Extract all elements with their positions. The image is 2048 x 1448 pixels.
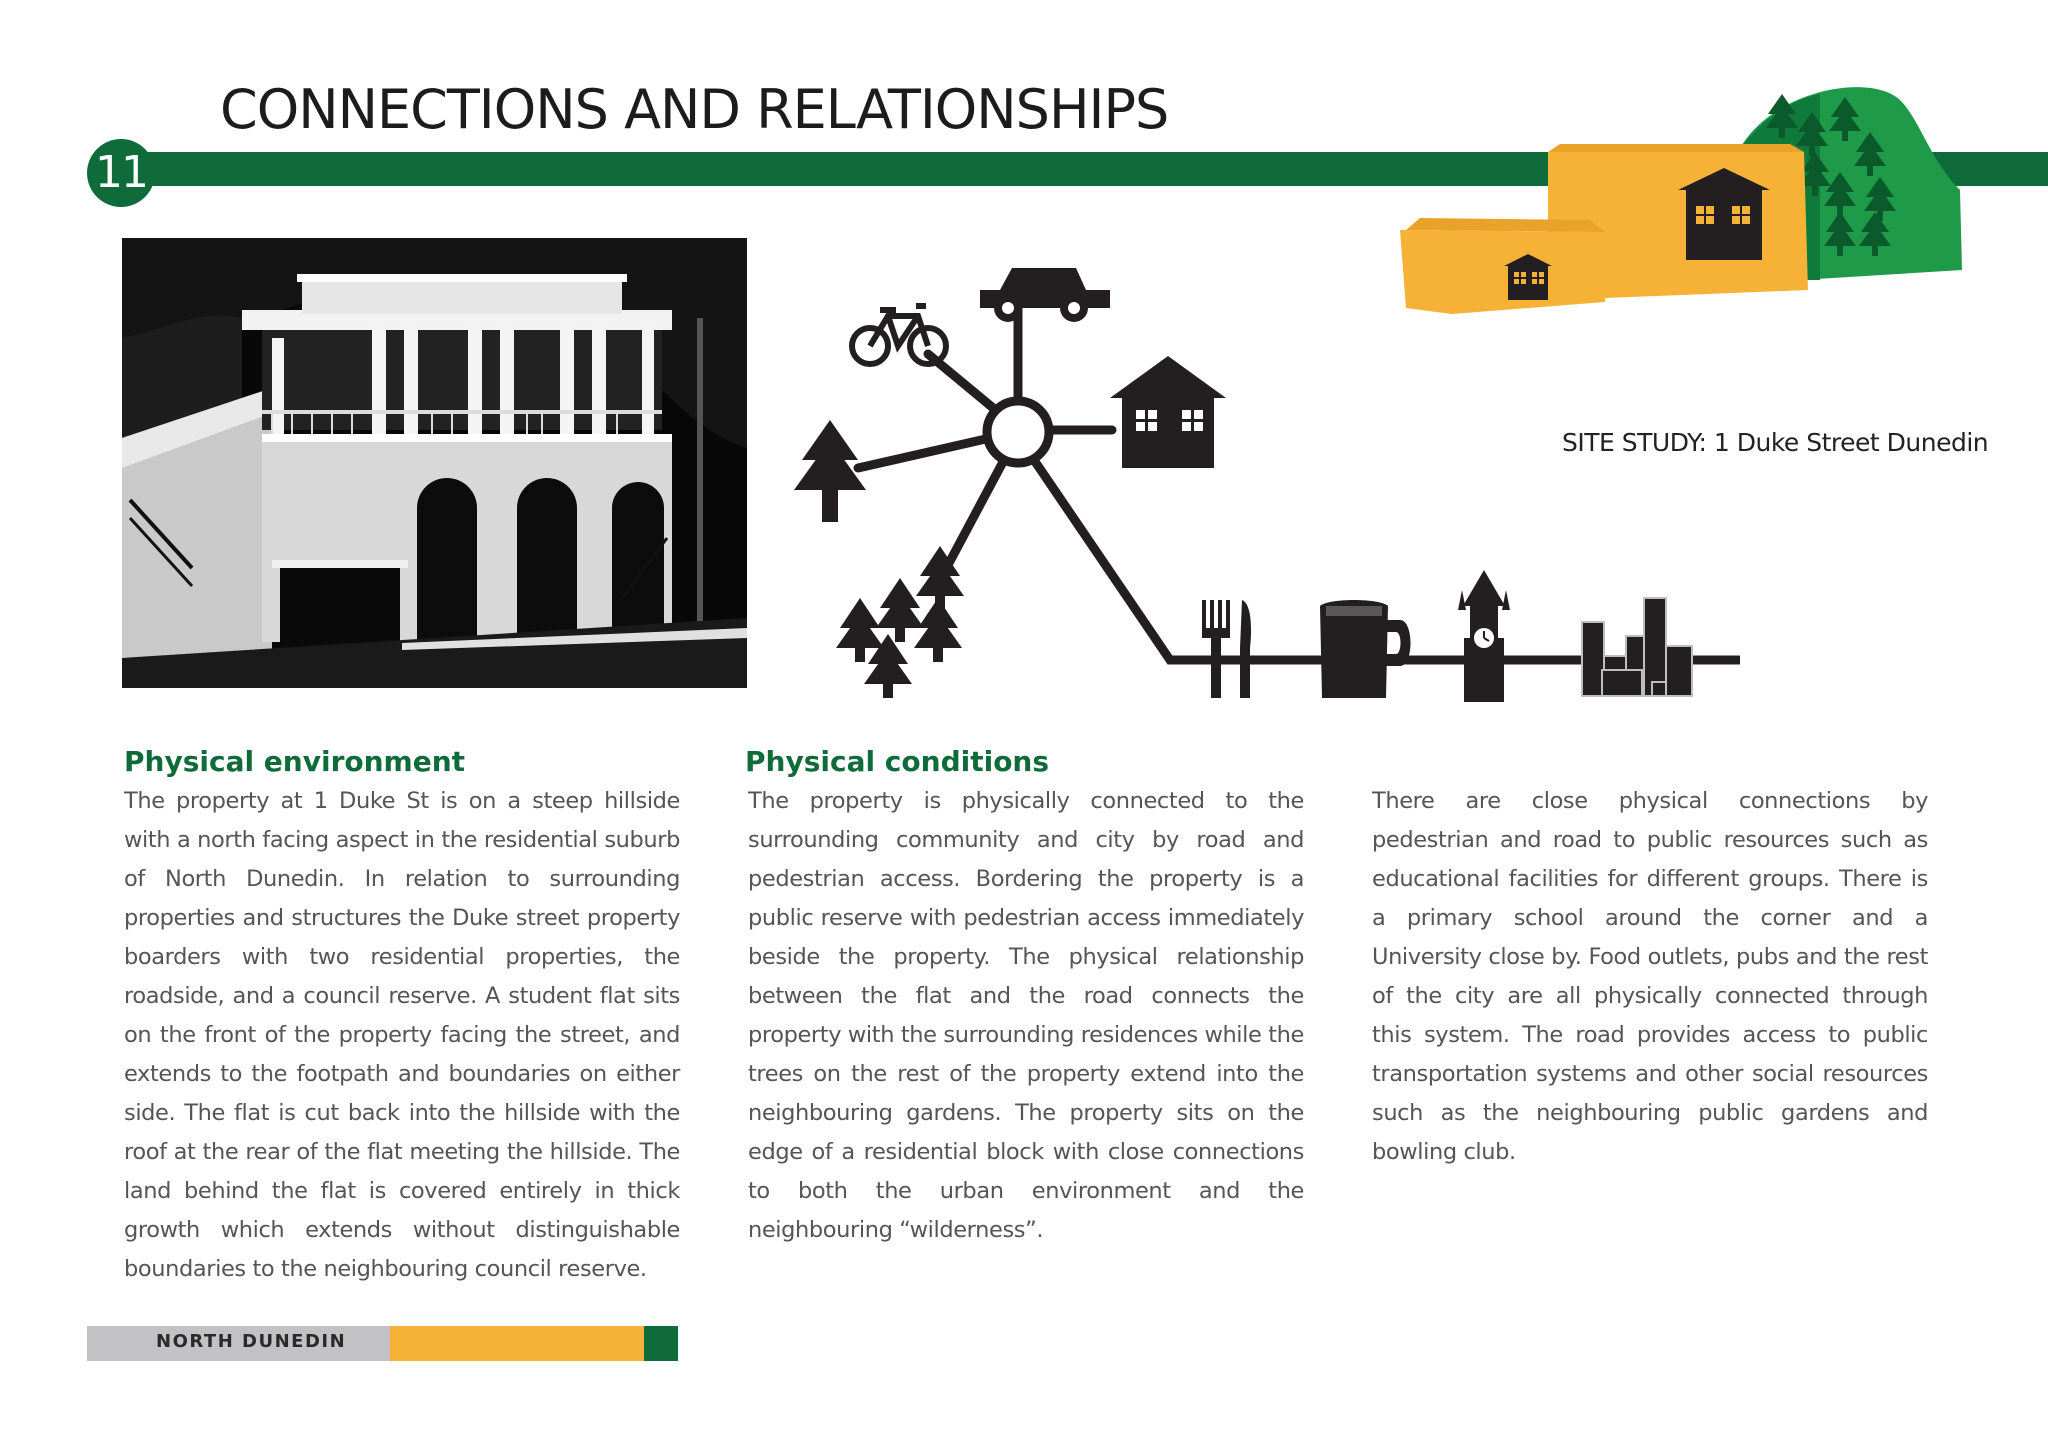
hillside-illustration (1400, 87, 1962, 314)
footer-orange-band (390, 1326, 644, 1361)
clock-tower-icon (1458, 570, 1510, 702)
connections-diagram (794, 268, 1740, 702)
column-physical-conditions: The property is physically connected to … (748, 788, 1304, 1243)
fork-knife-icon (1202, 600, 1252, 698)
footer-green-band (644, 1326, 678, 1361)
page-number-badge: 11 (87, 139, 155, 207)
column-public-resources: There are close physical connections by … (1372, 788, 1928, 1165)
forest-icon (836, 546, 964, 698)
footer-label: NORTH DUNEDIN (156, 1331, 347, 1352)
footer-grey-band (87, 1326, 390, 1361)
car-icon (980, 268, 1110, 322)
large-house-icon (1678, 168, 1770, 260)
bicycle-icon (849, 303, 949, 367)
building-photo (122, 238, 747, 688)
house-icon (1110, 356, 1226, 468)
beer-mug-icon (1320, 600, 1411, 698)
site-study-caption: SITE STUDY: 1 Duke Street Dunedin (1562, 428, 1989, 457)
heading-physical-conditions: Physical conditions (745, 745, 1050, 778)
heading-physical-environment: Physical environment (124, 745, 466, 778)
column-physical-environment: The property at 1 Duke St is on a steep … (124, 788, 680, 1282)
city-buildings-icon (1581, 597, 1693, 697)
tree-icon (794, 420, 866, 522)
page-title: CONNECTIONS AND RELATIONSHIPS (220, 78, 1169, 141)
small-house-icon (1504, 254, 1552, 300)
